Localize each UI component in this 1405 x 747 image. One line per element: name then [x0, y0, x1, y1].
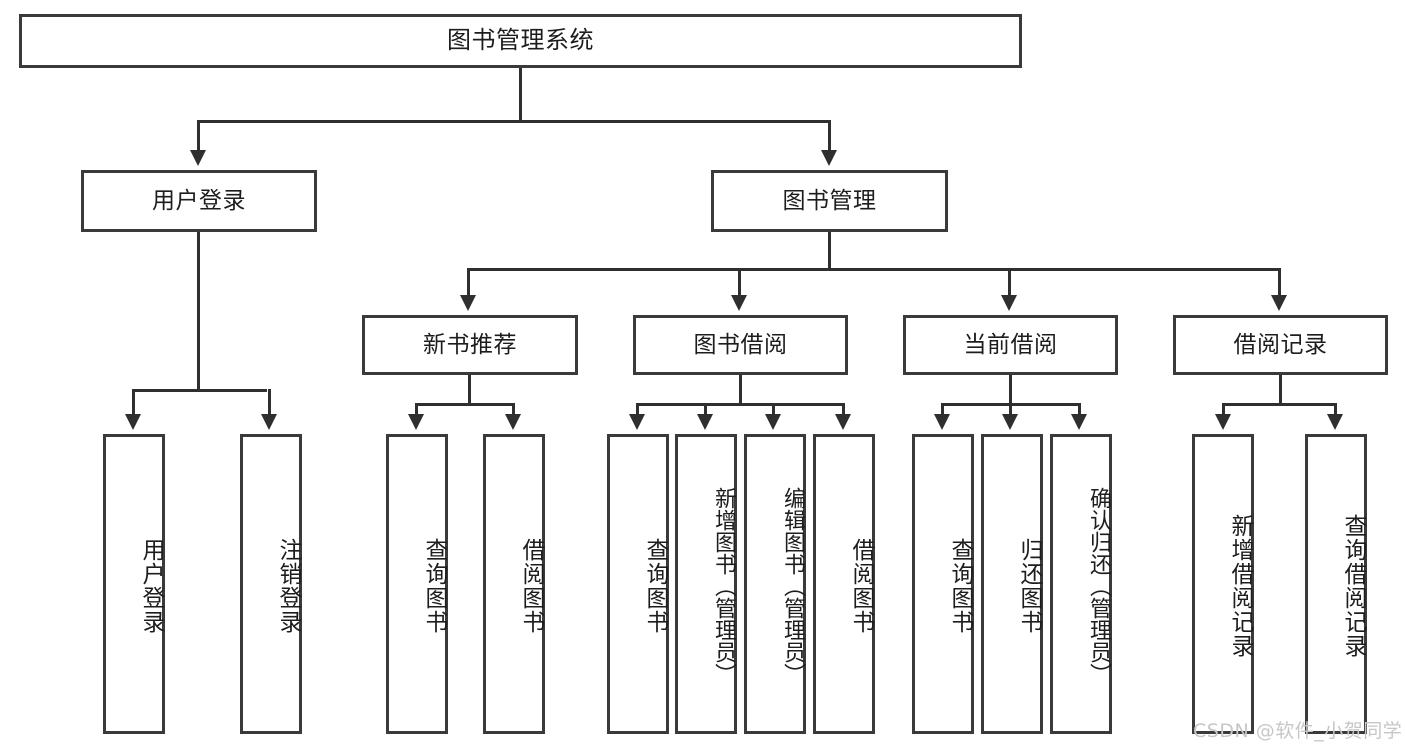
leaf-user-login-logout[interactable]: 注销登录: [240, 434, 302, 734]
edge-drop-cb-leaf-1: [941, 403, 944, 417]
edge-new-book-bus: [415, 403, 515, 406]
arrow-book-management: [821, 150, 837, 166]
arrow-bb-leaf-1: [629, 414, 645, 430]
arrow-book-borrow: [731, 295, 747, 311]
arrow-user-login: [190, 150, 206, 166]
edge-book-borrow-bus: [636, 403, 845, 406]
edge-drop-user-login: [197, 120, 200, 154]
edge-drop-bb-leaf-4: [842, 403, 845, 417]
arrow-br-leaf-2: [1327, 414, 1343, 430]
arrow-new-book: [460, 295, 476, 311]
edge-drop-cb-leaf-2: [1009, 403, 1012, 417]
leaf-current-borrow-return[interactable]: 归还图书: [981, 434, 1043, 734]
edge-drop-book-borrow: [738, 268, 741, 298]
leaf-borrow-record-add[interactable]: 新增借阅记录: [1192, 434, 1254, 734]
arrow-cb-leaf-3: [1071, 414, 1087, 430]
edge-book-management-stem: [828, 232, 831, 270]
edge-current-borrow-stem: [1009, 375, 1012, 406]
arrow-bb-leaf-4: [835, 414, 851, 430]
node-book-borrow[interactable]: 图书借阅: [633, 315, 848, 375]
edge-drop-bb-leaf-3: [772, 403, 775, 417]
leaf-current-borrow-confirm-return[interactable]: 确认归还（管理员）: [1050, 434, 1112, 734]
edge-new-book-stem: [468, 375, 471, 406]
leaf-borrow-record-query[interactable]: 查询借阅记录: [1305, 434, 1367, 734]
edge-drop-nb-leaf-2: [512, 403, 515, 417]
edge-drop-bb-leaf-2: [704, 403, 707, 417]
csdn-watermark: CSDN @软件_小贺同学: [1193, 720, 1403, 742]
arrow-bb-leaf-3: [765, 414, 781, 430]
leaf-current-borrow-query[interactable]: 查询图书: [912, 434, 974, 734]
leaf-book-borrow-edit[interactable]: 编辑图书（管理员）: [744, 434, 806, 734]
edge-drop-br-leaf-1: [1222, 403, 1225, 417]
edge-drop-br-leaf-2: [1334, 403, 1337, 417]
arrow-nb-leaf-1: [408, 414, 424, 430]
node-new-book-recommend[interactable]: 新书推荐: [362, 315, 578, 375]
arrow-nb-leaf-2: [505, 414, 521, 430]
edge-user-login-stem: [197, 232, 200, 392]
edge-drop-bb-leaf-1: [636, 403, 639, 417]
edge-drop-borrow-record: [1278, 268, 1281, 298]
leaf-user-login-login[interactable]: 用户登录: [103, 434, 165, 734]
arrow-borrow-record: [1271, 295, 1287, 311]
arrow-cb-leaf-2: [1002, 414, 1018, 430]
edge-book-borrow-stem: [739, 375, 742, 406]
edge-drop-current-borrow: [1008, 268, 1011, 298]
arrow-leaf-user-login: [125, 414, 141, 430]
edge-drop-cb-leaf-3: [1078, 403, 1081, 417]
edge-borrow-record-stem: [1279, 375, 1282, 406]
edge-root-stem: [519, 68, 522, 120]
edge-level3-bus: [467, 268, 1279, 271]
arrow-leaf-logout: [261, 414, 277, 430]
arrow-cb-leaf-1: [934, 414, 950, 430]
node-current-borrow[interactable]: 当前借阅: [903, 315, 1118, 375]
leaf-book-borrow-query[interactable]: 查询图书: [607, 434, 669, 734]
node-borrow-record[interactable]: 借阅记录: [1173, 315, 1388, 375]
edge-borrow-record-bus: [1222, 403, 1337, 406]
arrow-bb-leaf-2: [697, 414, 713, 430]
edge-root-bus: [197, 120, 831, 123]
node-book-management[interactable]: 图书管理: [711, 170, 948, 232]
arrow-current-borrow: [1001, 295, 1017, 311]
edge-drop-leaf-user-login: [132, 389, 135, 417]
node-user-login[interactable]: 用户登录: [81, 170, 317, 232]
leaf-new-book-borrow[interactable]: 借阅图书: [483, 434, 545, 734]
leaf-book-borrow-borrow[interactable]: 借阅图书: [813, 434, 875, 734]
edge-drop-book-management: [828, 120, 831, 154]
edge-drop-nb-leaf-1: [415, 403, 418, 417]
arrow-br-leaf-1: [1215, 414, 1231, 430]
edge-drop-new-book: [467, 268, 470, 298]
leaf-book-borrow-add[interactable]: 新增图书（管理员）: [675, 434, 737, 734]
leaf-new-book-query[interactable]: 查询图书: [386, 434, 448, 734]
node-root-book-management-system[interactable]: 图书管理系统: [19, 14, 1022, 68]
edge-user-login-bus: [132, 389, 267, 392]
edge-drop-leaf-logout: [268, 389, 271, 417]
